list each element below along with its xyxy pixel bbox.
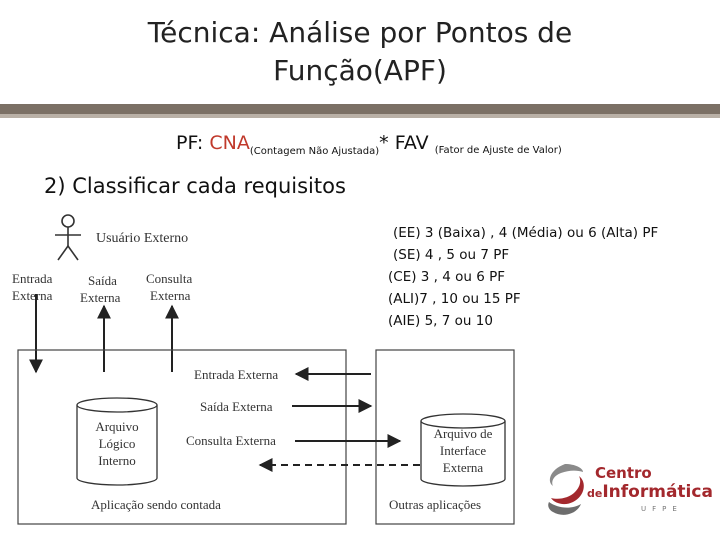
rule-ce: (CE) 3 , 4 ou 6 PF [388,269,506,285]
aie-label-3: Externa [443,460,484,475]
formula-fav: * FAV [379,132,435,154]
entrada-label-2: Externa [12,288,53,303]
rule-se: (SE) 4 , 5 ou 7 PF [393,247,510,263]
title-divider-band-light [0,114,720,118]
rule-ali: (ALI)7 , 10 ou 15 PF [388,291,521,307]
consulta-label-1: Consulta [146,271,192,286]
arrow-ee-label: Entrada Externa [194,367,278,382]
entrada-label-1: Entrada [12,271,53,286]
rule-ee: (EE) 3 (Baixa) , 4 (Média) ou 6 (Alta) P… [393,225,659,241]
formula-cna: CNA [209,132,250,154]
logo-text-centro: Centro [595,464,652,482]
title-line-2: Função(APF) [273,54,447,87]
title-divider-band [0,104,720,114]
slide-title: Técnica: Análise por Pontos de Função(AP… [0,14,720,90]
user-label: Usuário Externo [96,231,188,246]
ali-cylinder [76,397,158,486]
arrow-ce-label: Consulta Externa [186,433,276,448]
ali-label-3: Interno [98,453,136,468]
pf-formula: PF: CNA(Contagem Não Ajustada)* FAV (Fat… [176,132,562,157]
logo-text-informatica-word: Informática [602,482,713,502]
other-applications-box [375,349,515,525]
ali-label-1: Arquivo [95,419,138,434]
aie-cylinder [420,413,506,487]
arrow-se-label: Saída Externa [200,399,273,414]
step-heading: 2) Classificar cada requisitos [44,174,346,198]
cin-logo-mark-icon [548,464,584,515]
app-label: Aplicação sendo contada [91,497,221,512]
rule-aie: (AIE) 5, 7 ou 10 [388,313,493,329]
logo-text-informatica: deInformática [587,482,713,502]
title-line-1: Técnica: Análise por Pontos de [147,16,573,49]
aie-label-1: Arquivo de [434,426,493,441]
consulta-label-2: Externa [150,288,191,303]
formula-cna-subscript: (Contagem Não Ajustada) [249,146,380,157]
saida-label-2: Externa [80,290,121,305]
formula-fav-subscript: (Fator de Ajuste de Valor) [434,145,562,156]
formula-prefix: PF: [176,132,210,154]
saida-label-1: Saída [88,273,117,288]
user-icon [55,214,81,261]
classification-rules: (EE) 3 (Baixa) , 4 (Média) ou 6 (Alta) P… [388,222,658,332]
cin-logo: Centro deInformática UFPE [543,462,713,520]
application-box [17,349,347,525]
aie-label-2: Interface [440,443,486,458]
other-apps-label: Outras aplicações [389,497,481,512]
ali-label-2: Lógico [99,436,136,451]
logo-text-ufpe: UFPE [641,505,683,513]
logo-text-de: de [587,487,603,500]
